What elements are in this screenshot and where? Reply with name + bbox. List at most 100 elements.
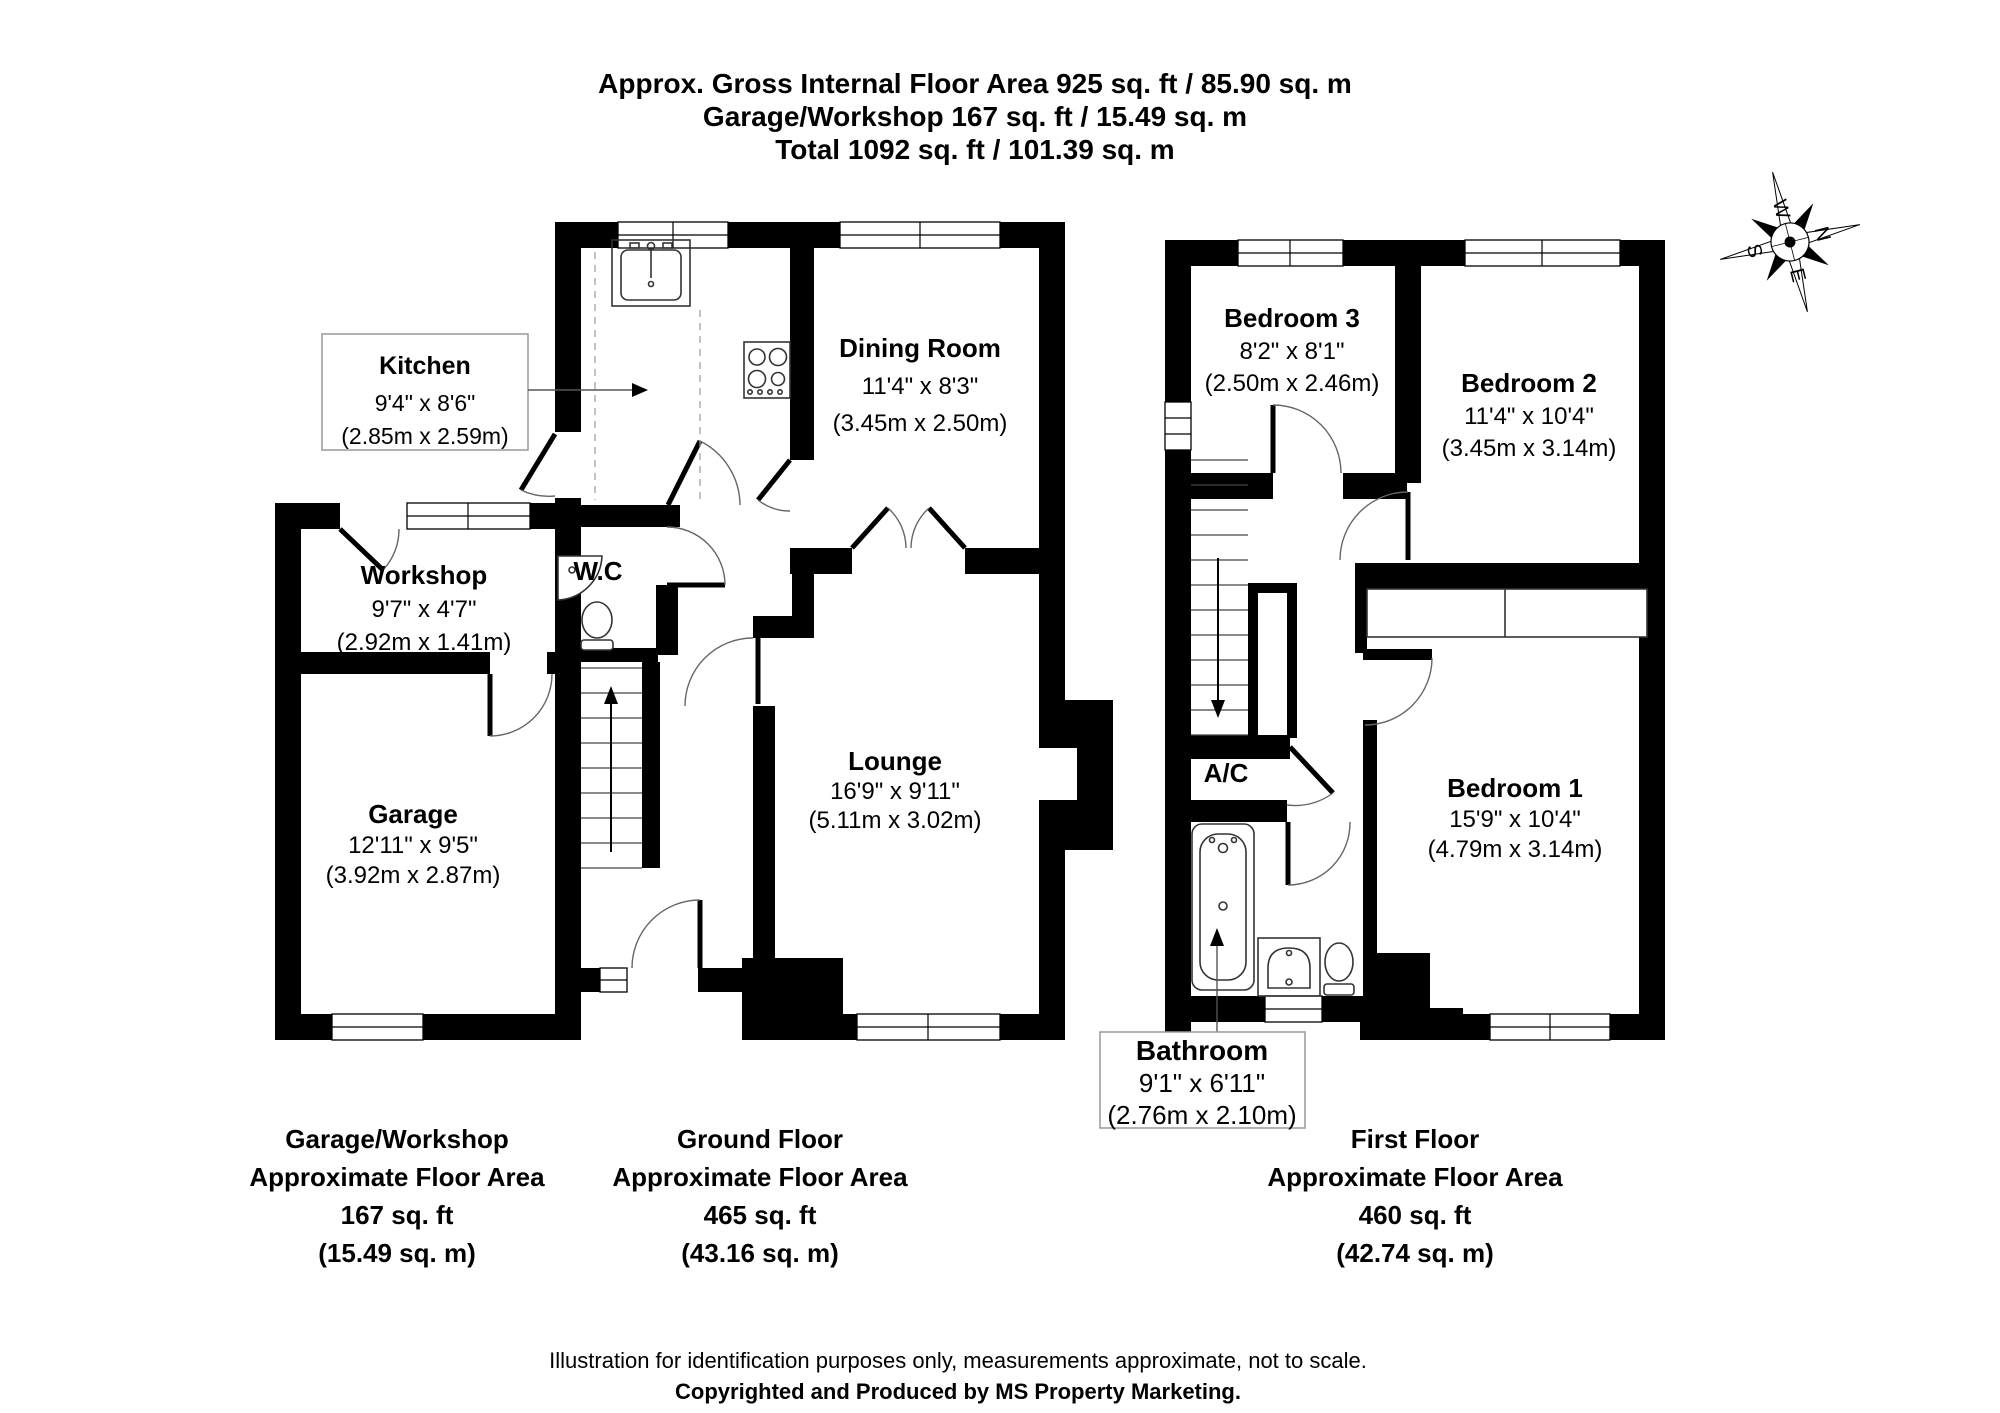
ac-name: A/C <box>1204 758 1249 788</box>
garage-workshop-caption: Garage/Workshop Approximate Floor Area 1… <box>249 1124 545 1268</box>
wc-basin-icon <box>557 555 603 601</box>
garage-name: Garage <box>368 799 458 829</box>
bedroom1-door <box>1364 657 1433 726</box>
bathroom-name: Bathroom <box>1136 1035 1268 1066</box>
workshop-imperial: 9'7" x 4'7" <box>372 596 477 623</box>
header-line1: Approx. Gross Internal Floor Area 925 sq… <box>598 68 1352 99</box>
bedroom1-imperial: 15'9" x 10'4" <box>1449 806 1581 833</box>
header: Approx. Gross Internal Floor Area 925 sq… <box>598 68 1352 165</box>
bedroom2-label: Bedroom 2 11'4" x 10'4" (3.45m x 3.14m) <box>1442 368 1617 462</box>
workshop-label: Workshop 9'7" x 4'7" (2.92m x 1.41m) <box>337 560 512 656</box>
wc-door <box>666 526 726 588</box>
landing-window <box>1164 401 1192 451</box>
bathroom-window <box>1264 995 1323 1023</box>
wc-label: W.C <box>573 556 622 586</box>
bedroom3-imperial: 8'2" x 8'1" <box>1240 338 1345 365</box>
ac-label: A/C <box>1204 758 1249 788</box>
ground-floor-walls <box>275 222 1113 1040</box>
bedroom1-wardrobe <box>1366 588 1648 638</box>
fireplace-recess <box>1039 748 1077 800</box>
bedroom1-window <box>1489 1013 1611 1041</box>
captions: Garage/Workshop Approximate Floor Area 1… <box>249 1124 1563 1268</box>
dining-room-label: Dining Room 11'4" x 8'3" (3.45m x 2.50m) <box>833 333 1008 437</box>
footer: Illustration for identification purposes… <box>549 1348 1367 1404</box>
bedroom1-metric: (4.79m x 3.14m) <box>1428 836 1603 863</box>
kitchen-metric: (2.85m x 2.59m) <box>341 423 508 449</box>
first-floor-doors <box>1270 404 1433 886</box>
hall-window <box>599 967 628 993</box>
garage-label: Garage 12'11" x 9'5" (3.92m x 2.87m) <box>326 799 501 889</box>
lounge-door <box>684 637 761 707</box>
header-line3: Total 1092 sq. ft / 101.39 sq. m <box>775 134 1174 165</box>
bathroom-basin-icon <box>1257 937 1321 997</box>
first-floor-caption-area-m: (42.74 sq. m) <box>1336 1238 1494 1268</box>
workshop-name: Workshop <box>361 560 488 590</box>
kitchen-name: Kitchen <box>379 352 471 380</box>
stairs-up-arrow-icon <box>604 686 618 852</box>
lounge-imperial: 16'9" x 9'11" <box>830 778 960 805</box>
first-floor-caption-title: First Floor <box>1351 1124 1480 1154</box>
bedroom3-door <box>1270 404 1342 474</box>
garage-imperial: 12'11" x 9'5" <box>348 832 478 859</box>
footer-disclaimer: Illustration for identification purposes… <box>549 1348 1367 1373</box>
side-door <box>518 432 558 498</box>
ac-door <box>1286 745 1335 807</box>
garage-workshop-caption-area-ft: 167 sq. ft <box>341 1200 454 1230</box>
bath-icon <box>1191 823 1255 991</box>
dining-room-metric: (3.45m x 2.50m) <box>833 410 1008 437</box>
bedroom1-name: Bedroom 1 <box>1447 773 1583 803</box>
compass-west-label: W <box>1768 197 1794 221</box>
header-line2: Garage/Workshop 167 sq. ft / 15.49 sq. m <box>703 101 1247 132</box>
lounge-label: Lounge 16'9" x 9'11" (5.11m x 3.02m) <box>809 746 982 834</box>
ground-floor-caption-area-ft: 465 sq. ft <box>704 1200 817 1230</box>
bedroom1-label: Bedroom 1 15'9" x 10'4" (4.79m x 3.14m) <box>1428 773 1603 863</box>
lounge-name: Lounge <box>848 746 942 776</box>
ground-floor-caption-subtitle: Approximate Floor Area <box>612 1162 908 1192</box>
garage-metric: (3.92m x 2.87m) <box>326 862 501 889</box>
footer-copyright: Copyrighted and Produced by MS Property … <box>675 1379 1241 1404</box>
bathroom-toilet-icon <box>1323 942 1355 996</box>
ground-floor-fixtures <box>557 239 791 651</box>
workshop-metric: (2.92m x 1.41m) <box>337 629 512 656</box>
dining-hall-door <box>756 458 792 512</box>
compass-rose: N E S W <box>1719 171 1861 313</box>
garage-workshop-caption-title: Garage/Workshop <box>285 1124 508 1154</box>
first-floor-windows <box>1164 239 1621 1041</box>
ground-floor-doors <box>338 432 967 969</box>
kitchen-callout: Kitchen 9'4" x 8'6" (2.85m x 2.59m) <box>321 333 648 451</box>
bedroom2-imperial: 11'4" x 10'4" <box>1464 403 1594 430</box>
first-floor-walls <box>1165 240 1665 1040</box>
bedroom2-metric: (3.45m x 3.14m) <box>1442 435 1617 462</box>
bedroom3-label: Bedroom 3 8'2" x 8'1" (2.50m x 2.46m) <box>1205 303 1380 397</box>
first-floor-caption: First Floor Approximate Floor Area 460 s… <box>1267 1124 1563 1268</box>
ground-floor-plan: Dining Room 11'4" x 8'3" (3.45m x 2.50m)… <box>275 221 1113 1041</box>
bathroom-door <box>1285 821 1351 886</box>
bedroom3-window <box>1237 239 1344 267</box>
compass-north-label: N <box>1810 224 1835 243</box>
hob-icon <box>743 341 791 399</box>
compass-east-label: E <box>1785 266 1810 284</box>
lounge-window <box>856 1013 1001 1041</box>
kitchen-window <box>617 221 729 249</box>
bedroom3-metric: (2.50m x 2.46m) <box>1205 370 1380 397</box>
dining-room-name: Dining Room <box>839 333 1001 363</box>
garage-workshop-caption-area-m: (15.49 sq. m) <box>318 1238 476 1268</box>
bathroom-callout: Bathroom 9'1" x 6'11" (2.76m x 2.10m) <box>1099 928 1306 1130</box>
bedroom3-name: Bedroom 3 <box>1224 303 1360 333</box>
dining-window <box>839 221 1001 249</box>
stairs-up <box>581 667 642 869</box>
wc-name: W.C <box>573 556 622 586</box>
dining-room-imperial: 11'4" x 8'3" <box>862 373 979 400</box>
garage-door <box>487 673 553 737</box>
bedroom2-door <box>1339 491 1411 561</box>
lounge-metric: (5.11m x 3.02m) <box>809 807 982 834</box>
first-floor-caption-subtitle: Approximate Floor Area <box>1267 1162 1563 1192</box>
workshop-door <box>338 527 400 572</box>
first-floor-plan: Bedroom 3 8'2" x 8'1" (2.50m x 2.46m) Be… <box>1099 239 1665 1130</box>
bathroom-imperial: 9'1" x 6'11" <box>1139 1068 1265 1098</box>
compass-south-label: S <box>1742 242 1767 260</box>
ground-floor-caption: Ground Floor Approximate Floor Area 465 … <box>612 1124 908 1268</box>
bedroom2-name: Bedroom 2 <box>1461 368 1597 398</box>
kitchen-sink-icon <box>611 239 691 307</box>
